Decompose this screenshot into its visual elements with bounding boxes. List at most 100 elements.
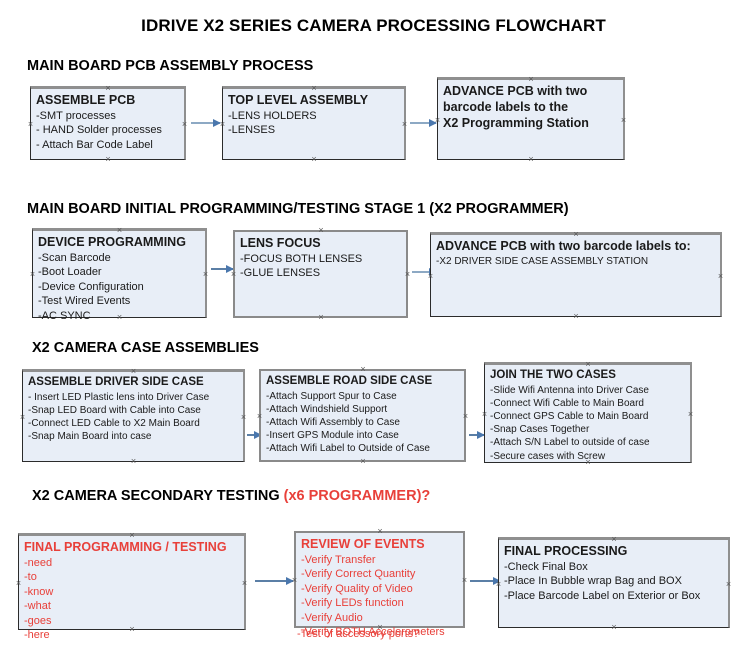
node-advance-pcb-programming-station[interactable]: ADVANCE PCB with two barcode labels to t… bbox=[437, 77, 625, 160]
node-line: -SMT processes bbox=[36, 109, 116, 122]
node-lens-focus[interactable]: LENS FOCUS -FOCUS BOTH LENSES -GLUE LENS… bbox=[233, 230, 408, 318]
node-line: -Verify Audio bbox=[301, 611, 363, 624]
resize-handle-top[interactable] bbox=[130, 368, 137, 375]
node-line: -Test Wired Events bbox=[38, 295, 131, 308]
node-review-of-events[interactable]: REVIEW OF EVENTS -Verify Transfer -Verif… bbox=[294, 528, 468, 638]
node-top-level-assembly[interactable]: TOP LEVEL ASSEMBLY -LENS HOLDERS -LENSES bbox=[222, 86, 406, 160]
resize-handle-bottom[interactable] bbox=[528, 156, 535, 163]
node-line: -Insert GPS Module into Case bbox=[266, 430, 399, 442]
node-final-programming-testing[interactable]: FINAL PROGRAMMING / TESTING -need -to -k… bbox=[15, 532, 248, 641]
node-line: -LENS HOLDERS bbox=[228, 109, 317, 122]
node-title: JOIN THE TWO CASES bbox=[490, 369, 616, 381]
section-header-3: X2 CAMERA CASE ASSEMBLIES bbox=[32, 340, 259, 356]
resize-handle-left[interactable] bbox=[481, 411, 488, 418]
resize-handle-top[interactable] bbox=[318, 227, 325, 234]
section-header-2: MAIN BOARD INITIAL PROGRAMMING/TESTING S… bbox=[27, 201, 569, 217]
node-assemble-road-side-case[interactable]: ASSEMBLE ROAD SIDE CASE -Attach Support … bbox=[259, 369, 466, 462]
node-line: - Attach Bar Code Label bbox=[36, 138, 153, 151]
resize-handle-right[interactable] bbox=[202, 271, 209, 278]
node-line: -Verify Quality of Video bbox=[301, 582, 413, 595]
node-line: -Attach Support Spur to Case bbox=[266, 390, 397, 402]
node-title: LENS FOCUS bbox=[240, 236, 321, 250]
section-header-4: X2 CAMERA SECONDARY TESTING (x6 PROGRAMM… bbox=[32, 488, 430, 504]
node-title: FINAL PROGRAMMING / TESTING bbox=[24, 540, 227, 554]
node-line: - HAND Solder processes bbox=[36, 124, 162, 137]
node-line: -Verify Transfer bbox=[301, 553, 376, 566]
resize-handle-left[interactable] bbox=[15, 580, 22, 587]
section-header-4-text: X2 CAMERA SECONDARY TESTING bbox=[32, 488, 284, 504]
node-line: -Verify LEDs function bbox=[301, 597, 404, 610]
resize-handle-left[interactable] bbox=[27, 121, 34, 128]
resize-handle-bottom[interactable] bbox=[130, 458, 137, 465]
node-assemble-pcb[interactable]: ASSEMBLE PCB -SMT processes - HAND Solde… bbox=[30, 86, 186, 160]
resize-handle-bottom[interactable] bbox=[318, 314, 325, 321]
node-line: -what bbox=[24, 600, 51, 613]
resize-handle-left[interactable] bbox=[19, 414, 26, 421]
resize-handle-top[interactable] bbox=[377, 528, 384, 535]
node-line: -Check Final Box bbox=[504, 560, 588, 573]
node-title: ASSEMBLE DRIVER SIDE CASE bbox=[28, 376, 204, 388]
resize-handle-left[interactable] bbox=[256, 413, 263, 420]
node-title-line2: barcode labels to the bbox=[443, 99, 569, 114]
resize-handle-right[interactable] bbox=[462, 413, 469, 420]
connector-3-2 bbox=[469, 434, 484, 436]
resize-handle-right[interactable] bbox=[240, 414, 247, 421]
resize-handle-right[interactable] bbox=[717, 273, 724, 280]
resize-handle-top[interactable] bbox=[528, 76, 535, 83]
node-line: -Verify Correct Quantity bbox=[301, 568, 416, 581]
resize-handle-top[interactable] bbox=[573, 231, 580, 238]
node-line: -Verify BOTH Accelerometers bbox=[301, 626, 445, 639]
section-header-1: MAIN BOARD PCB ASSEMBLY PROCESS bbox=[27, 58, 313, 74]
resize-handle-top[interactable] bbox=[585, 361, 592, 368]
section-header-1-text: MAIN BOARD PCB ASSEMBLY PROCESS bbox=[27, 58, 314, 74]
node-line: -Slide Wifi Antenna into Driver Case bbox=[490, 384, 649, 396]
resize-handle-bottom[interactable] bbox=[105, 156, 112, 163]
resize-handle-top[interactable] bbox=[311, 85, 318, 92]
connector-4-2 bbox=[470, 580, 500, 582]
resize-handle-bottom[interactable] bbox=[360, 458, 367, 465]
node-line: -GLUE LENSES bbox=[240, 267, 321, 280]
node-device-programming[interactable]: DEVICE PROGRAMMING -Scan Barcode -Boot L… bbox=[29, 227, 209, 322]
node-line: -AC SYNC bbox=[38, 309, 91, 322]
page-title: IDRIVE X2 SERIES CAMERA PROCESSING FLOWC… bbox=[141, 16, 606, 35]
node-line: -here bbox=[24, 629, 50, 642]
node-final-processing[interactable]: FINAL PROCESSING -Check Final Box -Place… bbox=[498, 537, 730, 628]
connector-3-1 bbox=[247, 434, 261, 436]
resize-handle-bottom[interactable] bbox=[611, 624, 618, 631]
resize-handle-top[interactable] bbox=[360, 366, 367, 373]
node-title: ASSEMBLE PCB bbox=[36, 93, 136, 107]
node-title: DEVICE PROGRAMMING bbox=[38, 235, 186, 249]
resize-handle-right[interactable] bbox=[401, 121, 408, 128]
resize-handle-right[interactable] bbox=[461, 577, 468, 584]
node-title: TOP LEVEL ASSEMBLY bbox=[228, 93, 369, 107]
resize-handle-bottom[interactable] bbox=[311, 156, 318, 163]
node-line: -need bbox=[24, 556, 53, 569]
node-line: -Place In Bubble wrap Bag and BOX bbox=[504, 575, 682, 588]
resize-handle-bottom[interactable] bbox=[573, 313, 580, 320]
resize-handle-right[interactable] bbox=[725, 581, 732, 588]
section-header-4-accent: (x6 PROGRAMMER)? bbox=[283, 488, 431, 504]
resize-handle-top[interactable] bbox=[105, 85, 112, 92]
resize-handle-top[interactable] bbox=[116, 227, 123, 234]
node-join-the-two-cases[interactable]: JOIN THE TWO CASES -Slide Wifi Antenna i… bbox=[484, 362, 692, 463]
node-line: -FOCUS BOTH LENSES bbox=[240, 252, 363, 265]
node-advance-pcb-driver-side-case[interactable]: ADVANCE PCB with two barcode labels to: … bbox=[430, 232, 722, 317]
resize-handle-right[interactable] bbox=[620, 117, 627, 124]
resize-handle-right[interactable] bbox=[241, 580, 248, 587]
resize-handle-right[interactable] bbox=[404, 271, 411, 278]
node-line: -Snap LED Board with Cable into Case bbox=[28, 404, 201, 416]
node-line: -X2 DRIVER SIDE CASE ASSEMBLY STATION bbox=[436, 255, 649, 267]
node-assemble-driver-side-case[interactable]: ASSEMBLE DRIVER SIDE CASE - Insert LED P… bbox=[22, 369, 245, 462]
resize-handle-top[interactable] bbox=[611, 536, 618, 543]
node-line: -to bbox=[24, 571, 37, 584]
resize-handle-right[interactable] bbox=[687, 411, 694, 418]
resize-handle-left[interactable] bbox=[29, 271, 36, 278]
node-title: REVIEW OF EVENTS bbox=[301, 537, 425, 551]
node-title: ASSEMBLE ROAD SIDE CASE bbox=[266, 375, 433, 387]
connector-4-1 bbox=[255, 580, 293, 582]
node-title-line3: X2 Programming Station bbox=[443, 115, 589, 130]
resize-handle-right[interactable] bbox=[181, 121, 188, 128]
resize-handle-top[interactable] bbox=[129, 532, 136, 539]
node-line: -LENSES bbox=[228, 124, 276, 137]
connector-2-1 bbox=[211, 268, 233, 270]
